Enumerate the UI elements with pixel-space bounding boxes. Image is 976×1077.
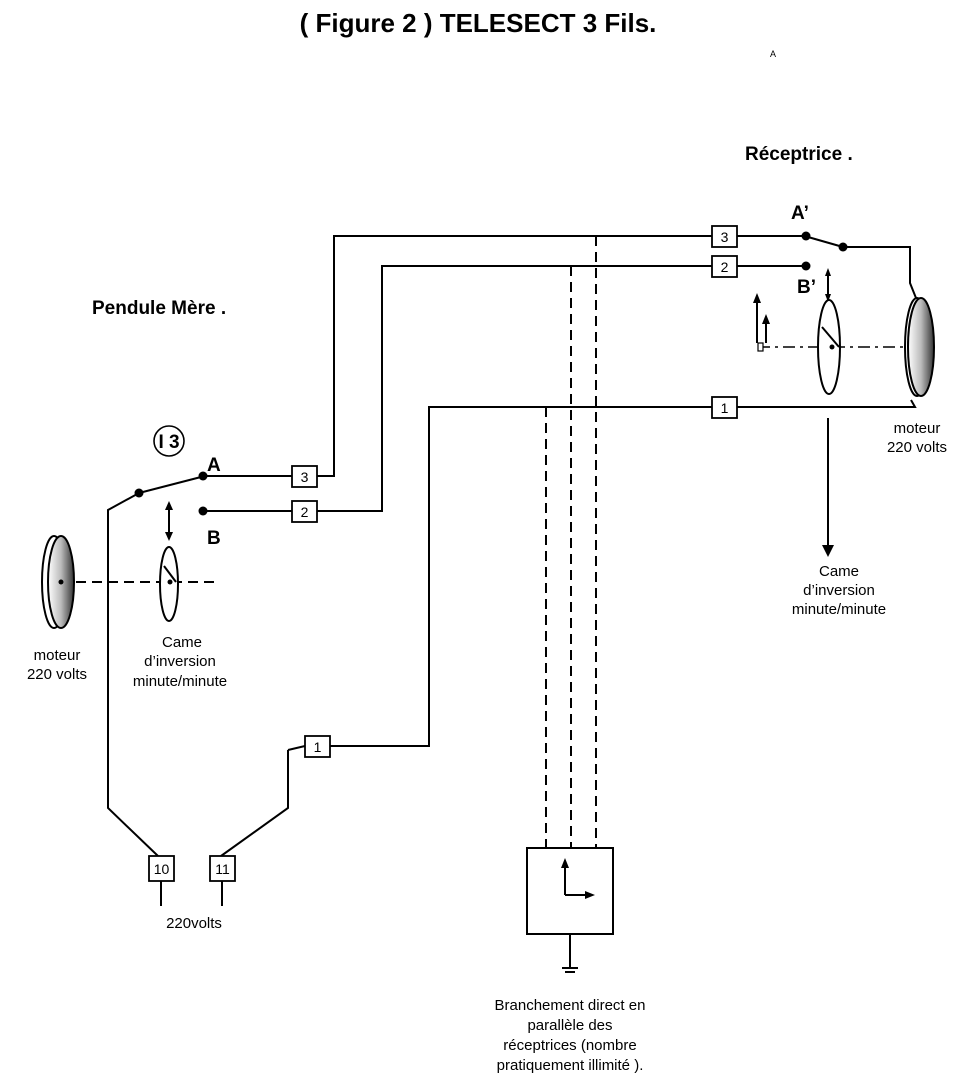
receptrice-cam-label-1: Came	[819, 563, 859, 580]
receptrice-switch	[801, 231, 917, 299]
svg-text:2: 2	[301, 504, 309, 520]
svg-text:3: 3	[721, 229, 729, 245]
receptrice-cam-label-3: minute/minute	[792, 601, 886, 618]
contact-b-label: B	[207, 528, 221, 549]
pendule-cam-label-1: Came	[162, 634, 202, 651]
note-line-1: Branchement direct en	[495, 997, 646, 1014]
contact-a-prime-dot	[801, 231, 811, 241]
contact-b-prime-label: B’	[797, 277, 816, 298]
contact-b-dot	[198, 506, 208, 516]
receptrice-terminal-1: 1	[711, 396, 738, 419]
pendule-mere-label: Pendule Mère .	[92, 298, 226, 319]
pendule-switch	[107, 471, 208, 857]
pendule-motor	[41, 535, 75, 629]
pendule-cam	[60, 501, 220, 622]
corner-mark: A	[770, 49, 776, 59]
wire-3	[203, 235, 806, 477]
switch-i3-badge: I 3	[153, 425, 185, 457]
receptrice-cam	[753, 268, 905, 557]
svg-text:1: 1	[721, 400, 729, 416]
pendule-terminal-1: 1	[220, 735, 331, 857]
pendule-cam-label-3: minute/minute	[133, 673, 227, 690]
receptrice-motor-label-1: moteur	[894, 420, 941, 437]
pendule-cam-label-2: d’inversion	[144, 653, 216, 670]
supply-terminal-10: 10	[148, 855, 175, 906]
note-line-3: réceptrices (nombre	[503, 1037, 636, 1054]
pendule-terminal-3: 3	[291, 465, 318, 488]
contact-a-prime-label: A’	[791, 203, 809, 224]
svg-text:10: 10	[154, 861, 170, 877]
receptrice-motor	[904, 297, 935, 397]
receptrice-motor-label-2: 220 volts	[887, 439, 947, 456]
contact-a-label: A	[207, 455, 221, 476]
pendule-motor-label-2: 220 volts	[27, 666, 87, 683]
distribution-box	[526, 847, 614, 973]
svg-text:3: 3	[301, 469, 309, 485]
parallel-branch-dashed	[545, 236, 597, 848]
pendule-motor-label-1: moteur	[34, 647, 81, 664]
note-line-4: pratiquement illimité ).	[497, 1057, 644, 1074]
receptrice-label: Réceptrice .	[745, 144, 853, 165]
contact-b-prime-dot	[801, 261, 811, 271]
figure-title: ( Figure 2 ) TELESECT 3 Fils.	[300, 8, 657, 38]
note-line-2: parallèle des	[527, 1017, 612, 1034]
svg-text:1: 1	[314, 739, 322, 755]
supply-terminal-11: 11	[209, 855, 236, 906]
contact-a-dot	[198, 471, 208, 481]
wire-1	[330, 399, 917, 747]
supply-voltage-label: 220volts	[166, 915, 222, 932]
receptrice-terminal-2: 2	[711, 255, 738, 278]
svg-text:11: 11	[215, 861, 230, 877]
wire-2	[203, 265, 806, 512]
receptrice-cam-label-2: d’inversion	[803, 582, 875, 599]
svg-text:2: 2	[721, 259, 729, 275]
switch-id: I 3	[158, 432, 179, 453]
receptrice-terminal-3: 3	[711, 225, 738, 248]
pendule-terminal-2: 2	[291, 500, 318, 523]
